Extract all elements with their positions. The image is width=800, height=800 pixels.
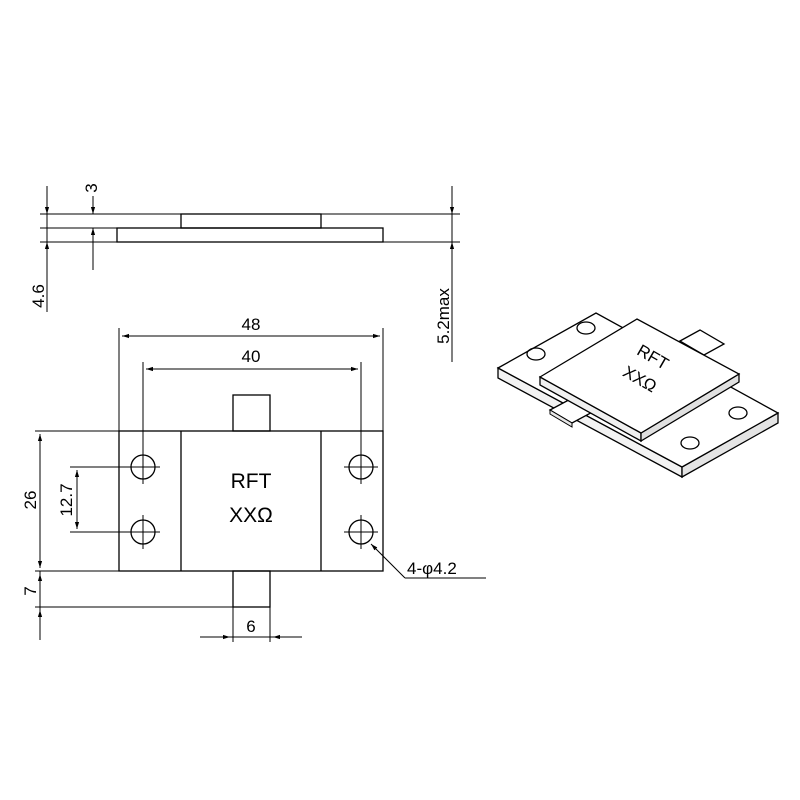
top-tab-lower <box>232 570 271 608</box>
iso-hole-3 <box>680 436 700 450</box>
side-view: 3 4.6 5.2max <box>29 183 460 362</box>
body-label-line2: XXΩ <box>229 504 273 527</box>
side-body <box>180 213 322 229</box>
top-tab-upper <box>232 394 271 432</box>
dim-overall-length: 48 <box>242 315 261 334</box>
iso-hole-1 <box>526 347 546 361</box>
dim-tab-width: 6 <box>246 617 255 636</box>
dim-flange-thickness: 4.6 <box>29 284 48 308</box>
iso-tab-front-edge <box>549 409 573 428</box>
hole-callout-leader <box>370 543 406 579</box>
dim-hole-spacing-length: 40 <box>242 347 261 366</box>
iso-body-top <box>538 318 741 434</box>
dim-max-height: 5.2max <box>434 288 453 344</box>
side-flange <box>116 227 384 243</box>
body-label-line1: RFT <box>231 470 272 493</box>
iso-hole-2 <box>576 321 596 335</box>
isometric-view: RFT XXΩ <box>496 312 780 479</box>
dim-body-width: 26 <box>21 491 40 510</box>
hole-callout: 4-φ4.2 <box>407 559 457 578</box>
dim-hole-spacing-width: 12.7 <box>57 483 76 516</box>
dim-tab-thickness: 3 <box>82 183 101 192</box>
dim-tab-length: 7 <box>21 586 40 595</box>
top-flange <box>118 430 384 572</box>
mounting-holes <box>126 450 378 549</box>
hole-center-marks <box>126 450 378 549</box>
iso-hole-4 <box>728 406 748 420</box>
top-view: RFT XXΩ 48 40 26 12.7 7 6 <box>21 315 486 642</box>
